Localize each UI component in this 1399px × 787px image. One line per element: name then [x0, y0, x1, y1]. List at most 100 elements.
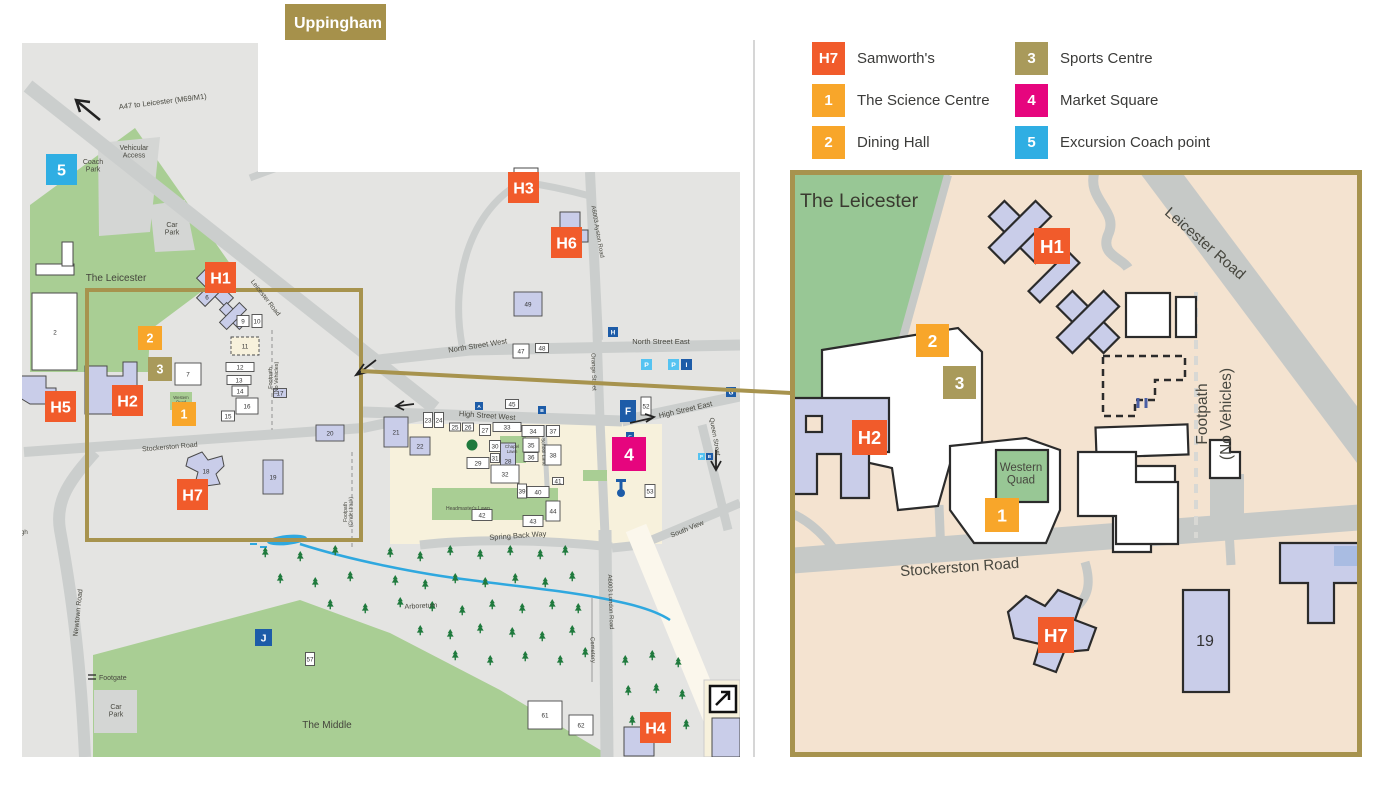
legend-marker-H2: H2 [417, 84, 450, 117]
zoom-extent-box [85, 288, 363, 542]
tree-icon [624, 685, 632, 696]
svg-text:3: 3 [157, 363, 164, 377]
legend-marker-H5: H5 [560, 84, 593, 117]
svg-text:61: 61 [541, 712, 549, 719]
svg-text:44: 44 [549, 508, 557, 515]
tree-icon [416, 625, 424, 636]
tree-icon [451, 573, 459, 584]
svg-text:2: 2 [53, 329, 57, 336]
svg-text:H1: H1 [210, 269, 231, 287]
map-label: High Street West [459, 409, 517, 422]
building-36: 36 [523, 452, 539, 462]
svg-text:19: 19 [269, 474, 277, 481]
legend-label: The Science Centre [857, 92, 990, 109]
tree-icon [581, 647, 589, 658]
building-37: 37 [546, 425, 560, 437]
building-18: 18 [202, 468, 210, 475]
map-marker-H1: H1 [1034, 228, 1070, 264]
building-44: 44 [545, 500, 561, 522]
map-marker-3: 3 [148, 357, 172, 381]
svg-text:17: 17 [276, 390, 284, 397]
svg-text:H3: H3 [513, 179, 534, 197]
legend-marker-H7: H7 [812, 42, 845, 75]
building-19: 19 [262, 459, 284, 495]
legend-marker-3: 3 [1015, 42, 1048, 75]
tree-icon [518, 603, 526, 614]
svg-text:J: J [261, 632, 267, 644]
building-57: 57 [305, 652, 315, 666]
tree-icon [451, 650, 459, 661]
map-label: A6003 Ayston Road [589, 205, 604, 258]
map-marker-4: 4 [612, 437, 646, 471]
svg-text:2: 2 [147, 332, 154, 346]
svg-text:24: 24 [435, 417, 443, 424]
svg-text:22: 22 [416, 443, 424, 450]
tree-icon [486, 655, 494, 666]
tree-icon [506, 545, 514, 556]
detail-roads [790, 170, 1362, 616]
map-label: Queen Street [708, 417, 722, 456]
tree-icon [556, 655, 564, 666]
building-42: 42 [471, 509, 493, 521]
building-6: 6 [205, 294, 209, 301]
svg-text:1: 1 [997, 505, 1007, 525]
svg-text:H1: H1 [1040, 236, 1064, 257]
svg-text:14: 14 [236, 388, 244, 395]
school-crest [287, 52, 384, 158]
map-label: Stockerston Road [900, 555, 1020, 580]
building-35: 35 [522, 437, 540, 453]
svg-text:36: 36 [527, 454, 535, 461]
svg-text:25: 25 [451, 424, 459, 431]
building-23: 23 [423, 412, 433, 428]
tree-icon [521, 651, 529, 662]
tree-icon [421, 579, 429, 590]
map-marker-H7: H7 [1038, 617, 1074, 653]
svg-text:H: H [611, 329, 616, 336]
svg-text:1: 1 [181, 408, 188, 422]
transport-badge-G: G [726, 387, 736, 397]
legend-label: Farleigh [462, 134, 517, 151]
building-20: 20 [315, 424, 345, 442]
tree-icon [568, 625, 576, 636]
tree-icon [568, 571, 576, 582]
map-label: Leicester Road [249, 279, 282, 318]
tree-icon [446, 629, 454, 640]
transport-badge-B: B [706, 453, 713, 460]
svg-text:P: P [644, 362, 649, 369]
tree-icon [508, 627, 516, 638]
svg-text:18: 18 [202, 468, 210, 475]
svg-text:6: 6 [205, 294, 209, 301]
building-12: 12 [225, 362, 255, 372]
tree-icon [652, 683, 660, 694]
svg-text:B: B [540, 408, 544, 414]
map-label: The Middle [302, 720, 352, 731]
legend-label: Market Square [1060, 92, 1159, 109]
map-label: Newtown Road [73, 589, 85, 637]
svg-text:35: 35 [527, 442, 535, 449]
legend-label: Johnson's [605, 92, 673, 109]
svg-text:28: 28 [504, 458, 512, 465]
legend-item-4: 4 Market Square [1015, 84, 1210, 117]
tree-icon [446, 545, 454, 556]
map-label: 19 [1196, 633, 1214, 650]
tree-icon [326, 599, 334, 610]
legend-label: Constables [462, 50, 538, 67]
building-27: 27 [479, 424, 491, 436]
legend-marker-4: 4 [1015, 84, 1048, 117]
building-31: 31 [490, 453, 500, 463]
transport-badge-P: P [668, 359, 679, 370]
tree-icon [476, 623, 484, 634]
svg-text:47: 47 [517, 348, 525, 355]
svg-text:49: 49 [524, 301, 532, 308]
map-label: A6003 London Road [606, 574, 614, 629]
svg-text:43: 43 [529, 518, 537, 525]
tree-icon [536, 549, 544, 560]
map-label: High Street East [658, 399, 714, 420]
